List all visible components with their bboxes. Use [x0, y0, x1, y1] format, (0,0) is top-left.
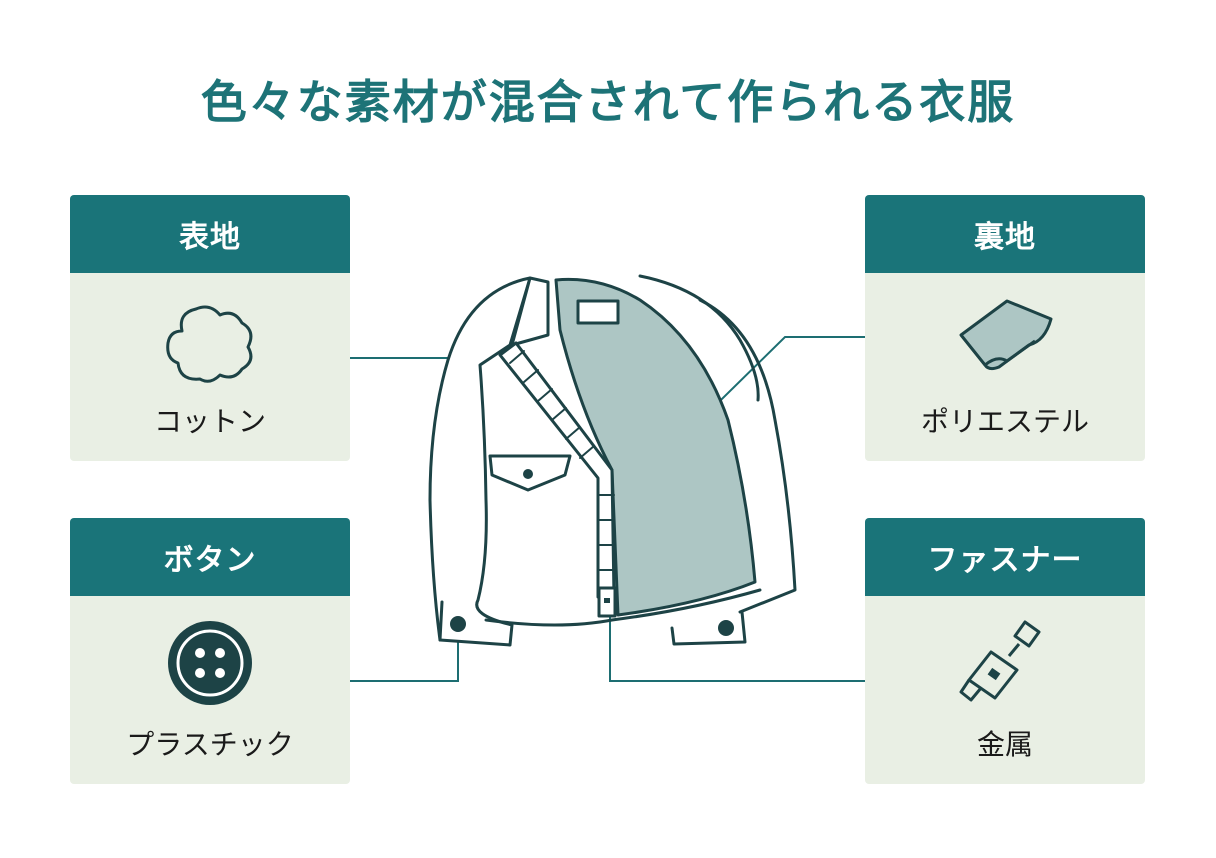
- connector-zip: [609, 615, 865, 682]
- cotton-icon: [166, 305, 253, 383]
- jacket-lining: [554, 277, 757, 617]
- jacket-cuff-button-right: [718, 620, 734, 636]
- jacket-tag: [576, 299, 620, 325]
- jacket-cuff-right: [670, 610, 747, 646]
- jacket-pocket-button: [523, 469, 533, 479]
- card-heading: ボタン: [70, 518, 350, 596]
- card-heading: ファスナー: [865, 518, 1145, 596]
- connector-button: [350, 626, 459, 682]
- jacket-shoulder-right: [638, 274, 760, 402]
- jacket-cuff-button-left: [450, 616, 466, 632]
- material-card-ura: 裏地 ポリエステル: [865, 195, 1145, 461]
- card-label: コットン: [153, 405, 266, 438]
- jacket-cuff-left: [438, 600, 444, 642]
- card-heading: 表地: [70, 195, 350, 273]
- button-icon: [168, 621, 252, 705]
- zipper-icon: [959, 620, 1041, 702]
- card-label: ポリエステル: [920, 405, 1089, 438]
- card-label: 金属: [976, 728, 1033, 761]
- jacket-sleeve-right: [698, 298, 797, 614]
- material-card-omote: 表地 コットン: [70, 195, 350, 461]
- card-label: プラスチック: [126, 728, 294, 761]
- fabric-roll-icon: [959, 299, 1053, 371]
- material-card-button: ボタン プラスチック: [70, 518, 350, 784]
- jacket-icon: [428, 274, 797, 647]
- card-heading: 裏地: [865, 195, 1145, 273]
- material-card-zip: ファスナー 金属: [865, 518, 1145, 784]
- jacket-hem: [484, 588, 762, 627]
- jacket-collar: [510, 276, 550, 347]
- page-title: 色々な素材が混合されて作られる衣服: [200, 75, 1016, 129]
